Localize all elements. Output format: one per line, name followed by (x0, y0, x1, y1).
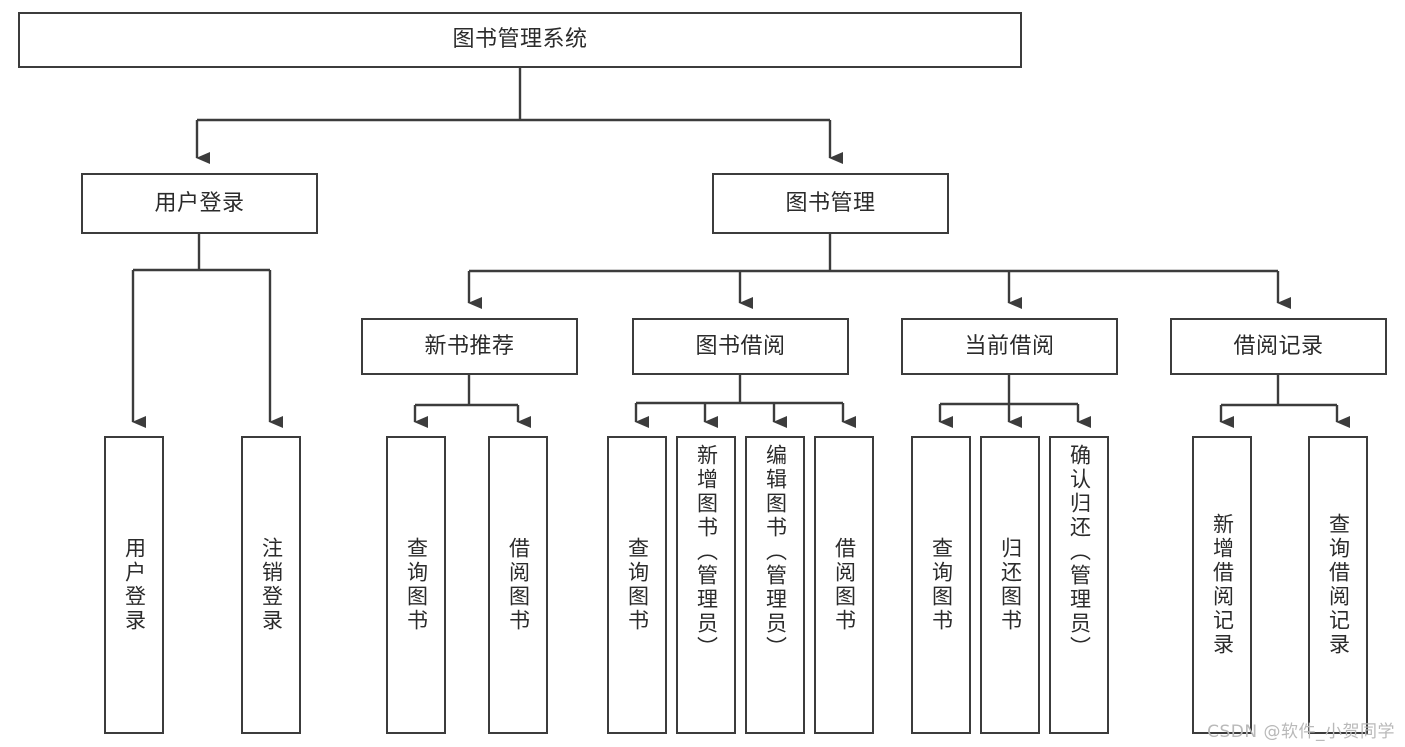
node-label: 借阅图书 (506, 537, 531, 633)
node-book-borrow[interactable]: 图书借阅 (632, 318, 849, 375)
leaf-current-borrow-confirm-return-admin[interactable]: 确认归还（管理员） (1049, 436, 1109, 734)
node-label: 查询图书 (404, 537, 429, 633)
leaf-book-borrow-edit-book-admin[interactable]: 编辑图书（管理员） (745, 436, 805, 734)
node-label: 新增图书（管理员） (694, 444, 719, 660)
node-label: 借阅图书 (832, 537, 857, 633)
node-label: 当前借阅 (964, 333, 1055, 359)
node-label: 图书管理 (785, 190, 876, 216)
leaf-new-book-borrow-book[interactable]: 借阅图书 (488, 436, 548, 734)
leaf-current-borrow-query-book[interactable]: 查询图书 (911, 436, 971, 734)
node-label: 查询借阅记录 (1326, 513, 1351, 657)
leaf-book-borrow-query-book[interactable]: 查询图书 (607, 436, 667, 734)
node-label: 用户登录 (154, 190, 245, 216)
node-label: 编辑图书（管理员） (763, 444, 788, 660)
leaf-current-borrow-return-book[interactable]: 归还图书 (980, 436, 1040, 734)
node-label: 借阅记录 (1233, 333, 1324, 359)
node-label: 新书推荐 (424, 333, 515, 359)
node-book-management[interactable]: 图书管理 (712, 173, 949, 234)
node-label: 查询图书 (625, 537, 650, 633)
node-label: 确认归还（管理员） (1067, 444, 1092, 660)
node-label: 归还图书 (998, 537, 1023, 633)
leaf-book-borrow-add-book-admin[interactable]: 新增图书（管理员） (676, 436, 736, 734)
leaf-user-login-logout[interactable]: 注销登录 (241, 436, 301, 734)
leaf-borrow-record-query-record[interactable]: 查询借阅记录 (1308, 436, 1368, 734)
leaf-book-borrow-borrow-book[interactable]: 借阅图书 (814, 436, 874, 734)
leaf-user-login-login[interactable]: 用户登录 (104, 436, 164, 734)
leaf-new-book-query-book[interactable]: 查询图书 (386, 436, 446, 734)
node-user-login[interactable]: 用户登录 (81, 173, 318, 234)
node-label: 查询图书 (929, 537, 954, 633)
leaf-borrow-record-add-record[interactable]: 新增借阅记录 (1192, 436, 1252, 734)
node-new-book-recommend[interactable]: 新书推荐 (361, 318, 578, 375)
node-label: 注销登录 (259, 537, 284, 633)
node-current-borrow[interactable]: 当前借阅 (901, 318, 1118, 375)
node-borrow-record[interactable]: 借阅记录 (1170, 318, 1387, 375)
node-label: 图书管理系统 (452, 27, 588, 53)
node-label: 用户登录 (122, 537, 147, 633)
node-root-book-management-system[interactable]: 图书管理系统 (18, 12, 1022, 68)
node-label: 新增借阅记录 (1210, 513, 1235, 657)
node-label: 图书借阅 (695, 333, 786, 359)
